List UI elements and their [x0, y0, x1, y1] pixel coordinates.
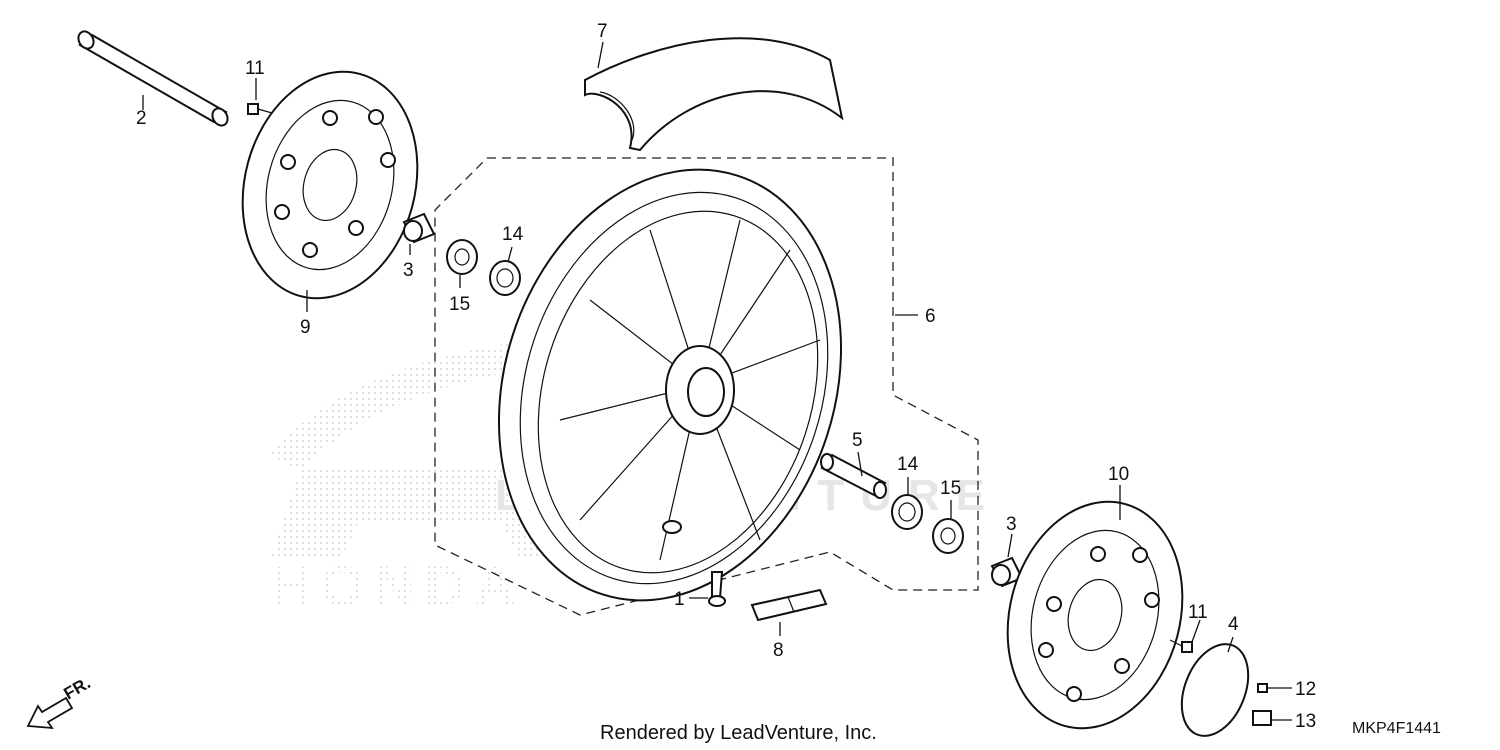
tire-part[interactable]: [584, 37, 844, 152]
valve-stem[interactable]: [708, 571, 726, 607]
pulser-ring-screw[interactable]: [1257, 683, 1268, 693]
callout-6[interactable]: 6: [925, 306, 936, 327]
callout-15-right[interactable]: 15: [940, 478, 961, 499]
callout-15-left[interactable]: 15: [449, 294, 470, 315]
callout-7[interactable]: 7: [597, 21, 608, 42]
left-brake-disc[interactable]: [218, 52, 442, 318]
callout-9[interactable]: 9: [300, 317, 311, 338]
honda-watermark-text: HONDA: [270, 554, 525, 617]
callout-8[interactable]: 8: [773, 640, 784, 661]
callout-11-right[interactable]: 11: [1188, 602, 1208, 623]
callout-4[interactable]: 4: [1228, 614, 1239, 635]
bearing-left[interactable]: [489, 260, 521, 296]
rendered-by-credit: Rendered by LeadVenture, Inc.: [600, 722, 877, 744]
wheel-rim[interactable]: [445, 125, 895, 645]
distance-collar[interactable]: [820, 453, 887, 499]
callout-14-right[interactable]: 14: [897, 454, 919, 475]
front-arrow-icon: [26, 696, 74, 730]
callout-1[interactable]: 1: [674, 589, 685, 610]
callout-11-left[interactable]: 11: [245, 58, 265, 79]
wheel-assembly-outline: [434, 157, 979, 616]
dust-seal-right[interactable]: [932, 518, 964, 554]
spacer-right[interactable]: [990, 556, 1024, 588]
callout-10[interactable]: 10: [1108, 464, 1129, 485]
dust-seal-left[interactable]: [446, 239, 478, 275]
disc-bolt-left[interactable]: [247, 103, 273, 115]
pulser-ring[interactable]: [1169, 634, 1261, 745]
callout-12[interactable]: 12: [1295, 679, 1316, 700]
balance-weight[interactable]: [750, 588, 828, 622]
bearing-right[interactable]: [891, 494, 923, 530]
callout-2[interactable]: 2: [136, 108, 147, 129]
right-brake-disc[interactable]: [983, 482, 1207, 748]
callout-3-right[interactable]: 3: [1006, 514, 1017, 535]
front-direction-indicator: FR.: [26, 673, 94, 730]
callout-14-left[interactable]: 14: [502, 224, 524, 245]
disc-bolt-right[interactable]: [1169, 639, 1193, 653]
callout-5[interactable]: 5: [852, 430, 863, 451]
axle-nut[interactable]: [1252, 710, 1272, 726]
leader-lines: [142, 41, 1292, 721]
axle-part[interactable]: [75, 29, 230, 129]
callout-13[interactable]: 13: [1295, 711, 1316, 732]
diagram-code: MKP4F1441: [1352, 720, 1441, 737]
spacer-left[interactable]: [402, 212, 436, 244]
callout-3-left[interactable]: 3: [403, 260, 414, 281]
